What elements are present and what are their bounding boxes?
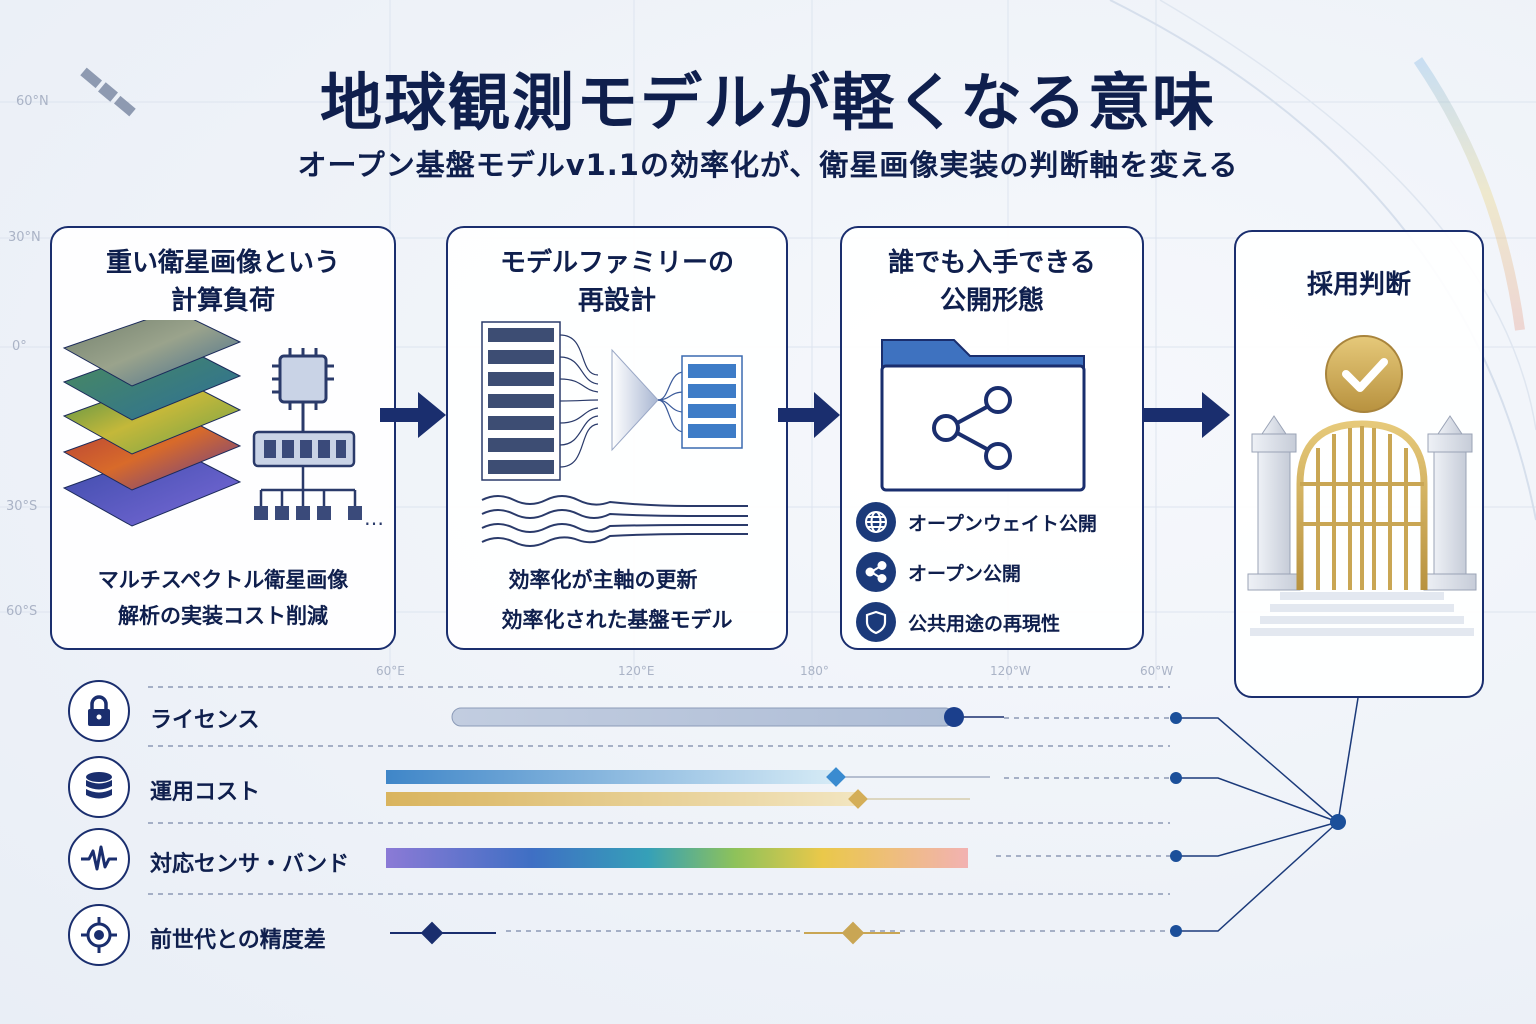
shared-folder-icon bbox=[880, 339, 1086, 492]
flow-arrow-icon bbox=[380, 392, 446, 438]
card-title-line: 公開形態 bbox=[939, 286, 1044, 316]
lock-icon bbox=[68, 680, 130, 742]
shield-icon bbox=[856, 602, 896, 642]
waveform-icon bbox=[68, 828, 130, 890]
model-compression-illustration bbox=[481, 321, 748, 547]
card-title-line: 再設計 bbox=[577, 286, 656, 316]
node-tree-icon bbox=[254, 466, 362, 520]
criterion-label-accuracy: 前世代との精度差 bbox=[150, 928, 326, 953]
card-title-line: 計算負荷 bbox=[170, 286, 275, 316]
longitude-label: 60°E bbox=[376, 664, 405, 678]
flow-arrow-icon bbox=[778, 392, 840, 438]
open-item-label: オープンウェイト公開 bbox=[908, 512, 1097, 535]
criterion-label-sensor: 対応センサ・バンド bbox=[150, 852, 350, 877]
criterion-label-license: ライセンス bbox=[150, 708, 260, 733]
longitude-label: 120°E bbox=[618, 664, 655, 678]
card-title-line: モデルファミリーの bbox=[499, 248, 734, 278]
target-icon bbox=[68, 904, 130, 966]
satellite-image-stack-illustration bbox=[62, 320, 362, 527]
database-icon bbox=[68, 756, 130, 818]
longitude-label: 120°W bbox=[990, 664, 1031, 678]
card-text-line: 効率化が主軸の更新 bbox=[508, 568, 698, 592]
page-subtitle: オープン基盤モデルv1.1の効率化が、衛星画像実装の判断軸を変える bbox=[297, 148, 1239, 182]
open-item-open-release: オープン公開 bbox=[856, 550, 1021, 594]
card-title-line: 採用判断 bbox=[1306, 270, 1411, 300]
share-icon bbox=[856, 552, 896, 592]
longitude-label: 60°W bbox=[1140, 664, 1174, 678]
criterion-label-cost: 運用コスト bbox=[150, 780, 261, 805]
card-text-line: マルチスペクトル衛星画像 bbox=[97, 568, 349, 592]
card-adoption-decision: 採用判断 bbox=[1234, 230, 1484, 698]
globe-icon bbox=[856, 502, 896, 542]
page-title: 地球観測モデルが軽くなる意味 bbox=[319, 66, 1216, 139]
open-item-label: 公共用途の再現性 bbox=[908, 612, 1061, 635]
longitude-label: 180° bbox=[800, 664, 829, 678]
card-title-line: 誰でも入手できる bbox=[888, 248, 1096, 278]
latitude-label: 60°N bbox=[16, 94, 49, 109]
card-compute-load: 重い衛星画像という 計算負荷 bbox=[50, 226, 396, 650]
latitude-label: 0° bbox=[12, 339, 27, 354]
gate-illustration bbox=[1247, 335, 1477, 636]
satellite-icon bbox=[80, 67, 136, 117]
open-item-reproducibility: 公共用途の再現性 bbox=[856, 600, 1060, 644]
card-text-line: 効率化された基盤モデル bbox=[501, 608, 733, 632]
latitude-label: 30°N bbox=[8, 230, 41, 245]
check-icon bbox=[1325, 335, 1403, 413]
chip-icon bbox=[272, 348, 334, 432]
card-text-line: 解析の実装コスト削減 bbox=[118, 604, 328, 628]
open-item-label: オープン公開 bbox=[908, 562, 1021, 585]
open-item-open-weights: オープンウェイト公開 bbox=[856, 500, 1097, 544]
flow-arrow-icon bbox=[1144, 392, 1230, 438]
card-model-redesign: モデルファミリーの 再設計 bbox=[446, 226, 788, 650]
card-title-line: 重い衛星画像という bbox=[105, 248, 340, 278]
card-open-release: 誰でも入手できる 公開形態 オープンウェイト公開 オープン公開 公共用途の再現性 bbox=[840, 226, 1144, 650]
latitude-label: 30°S bbox=[6, 499, 38, 514]
latitude-label: 60°S bbox=[6, 604, 38, 619]
ellipsis: … bbox=[364, 506, 384, 530]
